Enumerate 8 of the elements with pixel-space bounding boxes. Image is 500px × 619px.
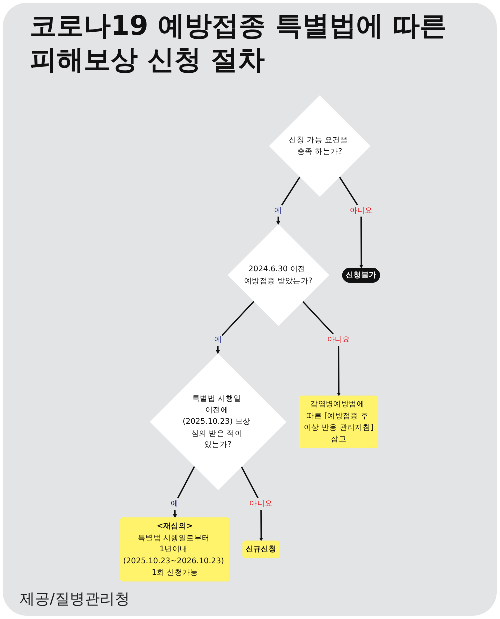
source-note: 제공/질병관리청 bbox=[20, 590, 130, 609]
arrow bbox=[240, 466, 264, 542]
arrow bbox=[172, 466, 196, 518]
arrow bbox=[302, 301, 341, 397]
arrow bbox=[216, 301, 254, 354]
arrow bbox=[338, 176, 364, 269]
diagram-title: 코로나19 예방접종 특별법에 따른 피해보상 신청 절차 bbox=[30, 10, 448, 78]
arrow bbox=[276, 176, 300, 226]
